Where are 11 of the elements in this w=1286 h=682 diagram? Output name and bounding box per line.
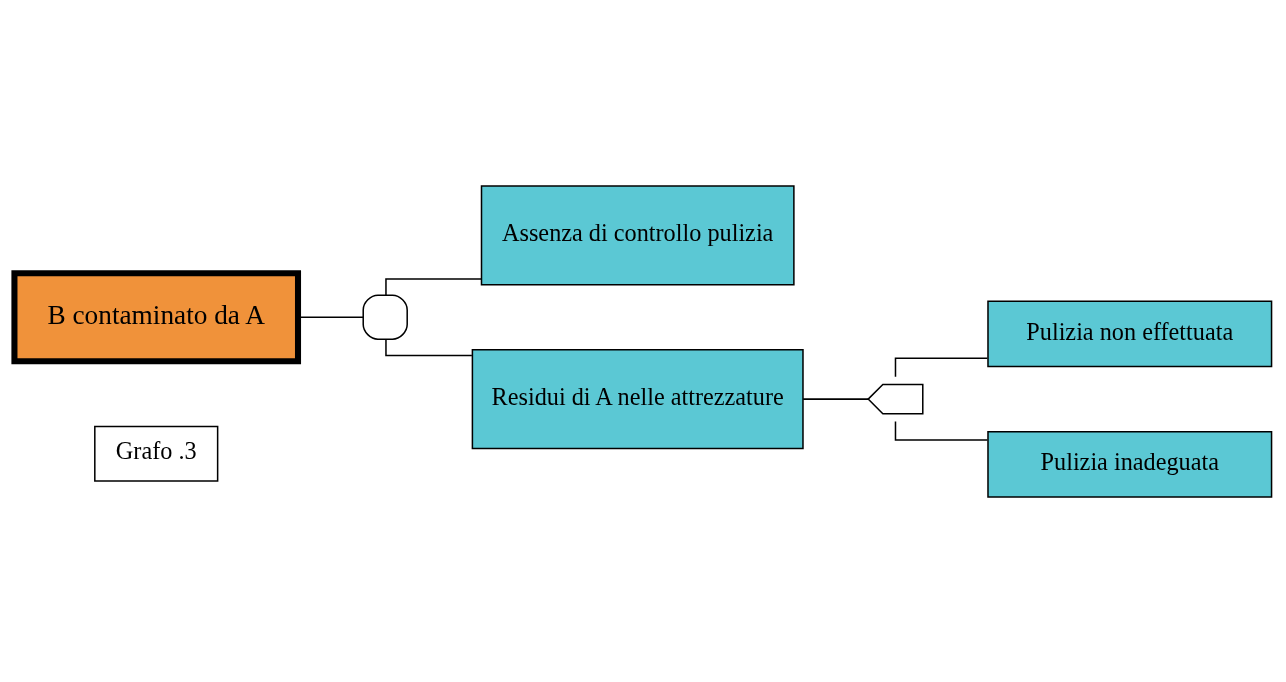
node-box: Residui di A nelle attrezzature bbox=[471, 348, 804, 449]
node-box: Assenza di controllo pulizia bbox=[480, 184, 795, 285]
node-box: Grafo .3 bbox=[94, 425, 219, 482]
connector bbox=[802, 397, 869, 400]
node-or-gate bbox=[867, 383, 924, 415]
connector bbox=[894, 420, 989, 441]
connector bbox=[894, 356, 989, 377]
node-box: B contaminato da A bbox=[11, 269, 302, 364]
node-box: Pulizia inadeguata bbox=[987, 430, 1273, 498]
node-and-gate bbox=[362, 294, 408, 340]
node-box: Pulizia non effettuata bbox=[987, 300, 1273, 367]
